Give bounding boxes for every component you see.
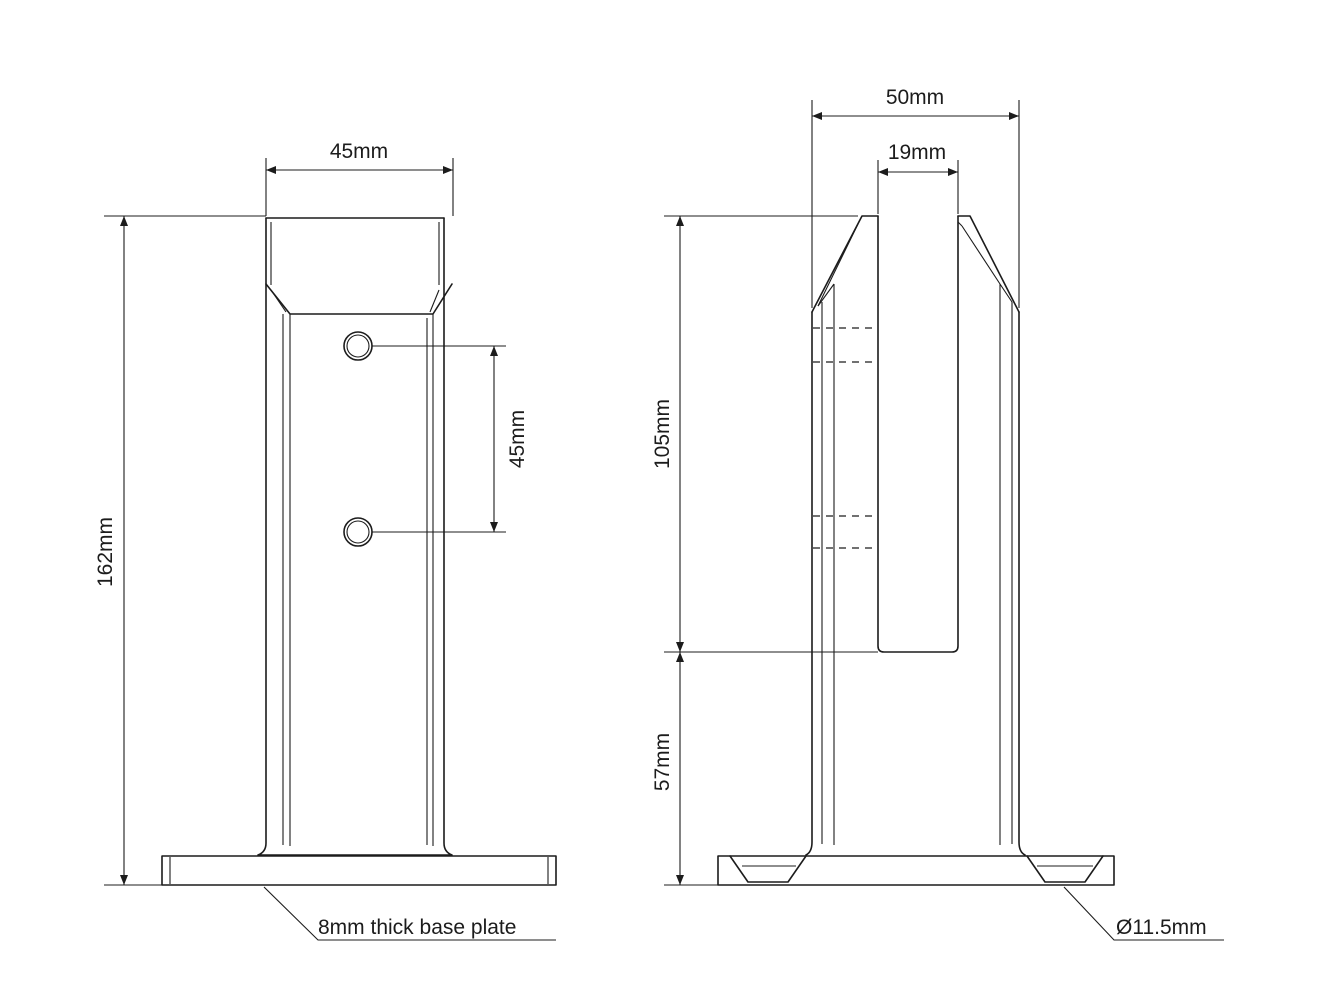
side-glass-slot-label: 19mm [888,141,946,164]
side-overall-width-label: 50mm [886,86,944,109]
side-right-jaw [1018,311,1026,856]
front-chamfer-inner [270,289,440,313]
front-hole-lower [343,517,373,547]
side-hole-diameter-leader [1063,886,1224,941]
front-chamfer [265,283,453,315]
side-clamp-height-label: 105mm [651,399,674,469]
side-right-jaw-top [957,215,1020,313]
front-base-plate-label: 8mm thick base plate [318,916,516,939]
side-lower-height-label: 57mm [651,733,674,791]
side-left-jaw-chamfer [817,283,835,307]
front-hole-upper [343,331,373,361]
side-right-jaw-inner [961,225,1013,845]
side-jaw-gap-line [957,221,963,227]
front-post-outline [257,217,453,856]
side-left-jaw-inner [817,223,859,845]
front-base-plate [161,855,557,886]
front-width-label: 45mm [330,140,388,163]
side-countersink-left [729,855,807,883]
side-glass-panel [877,215,959,653]
front-view: 45mm 162mm 45mm 8mm thick base plate [94,140,557,941]
side-left-jaw [805,311,813,856]
front-inner-channel [282,314,434,846]
front-base-plate-leader [263,886,556,941]
front-inner-rim [270,222,440,285]
front-hole-upper-inner [346,334,370,358]
side-hole-diameter-label: Ø11.5mm [1116,916,1207,939]
side-view: 50mm 19mm 105mm 57mm Ø11.5mm [651,86,1224,941]
side-countersink-right [1026,855,1104,883]
side-base-plate [717,855,1115,886]
front-height-label: 162mm [94,517,117,587]
front-hole-spacing-label: 45mm [506,410,529,468]
front-hole-lower-inner [346,520,370,544]
side-left-jaw-top [811,215,879,313]
